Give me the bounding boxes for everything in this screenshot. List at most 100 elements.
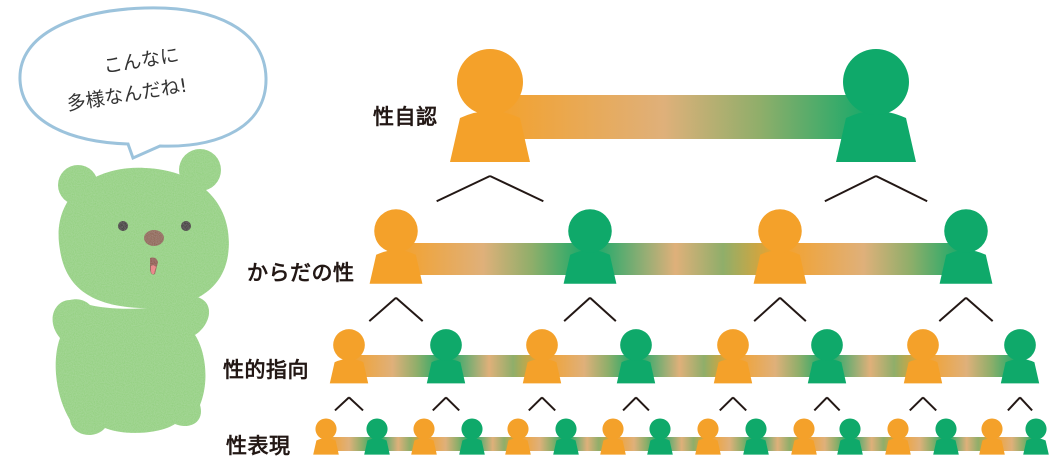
connector-line [541, 396, 556, 412]
gradient-bar [660, 437, 708, 451]
bear-tongue [151, 265, 156, 275]
gradient-bar [756, 437, 804, 451]
person-green-icon [616, 329, 656, 384]
gradient-bar [396, 243, 590, 275]
connector-line [732, 396, 747, 412]
connector-line [589, 297, 617, 322]
connector-line [813, 396, 828, 412]
person-green-icon [426, 329, 466, 384]
connector-line [719, 396, 734, 412]
gradient-bar [946, 437, 992, 451]
connector-line [334, 396, 350, 412]
connector-line [436, 175, 491, 203]
person-orange-icon [979, 418, 1005, 455]
label-gender-identity: 性自認 [373, 105, 438, 129]
gradient-bar [349, 355, 446, 377]
gradient-bar [472, 437, 518, 451]
connector-line [938, 297, 967, 322]
connector-line [824, 175, 877, 203]
connector-line [875, 175, 928, 203]
gradient-bar [613, 437, 660, 451]
person-orange-icon [505, 418, 531, 455]
bear-right-eye [181, 221, 191, 231]
gradient-bar [708, 437, 756, 451]
person-green-icon [563, 209, 617, 284]
connector-line [826, 396, 841, 412]
person-orange-icon [329, 329, 369, 384]
connector-line [348, 396, 364, 412]
gradient-bar [850, 437, 898, 451]
gradient-bar [923, 355, 1020, 377]
gradient-bar [446, 355, 542, 377]
person-orange-icon [753, 209, 807, 284]
bear-character [52, 149, 229, 435]
gradient-bar [377, 437, 424, 451]
connector-line [753, 297, 781, 322]
connector-line [622, 396, 637, 412]
person-orange-icon [791, 418, 817, 455]
connector-line [635, 396, 650, 412]
person-orange-icon [411, 418, 437, 455]
gradient-bar [566, 437, 613, 451]
person-green-icon [553, 418, 579, 455]
person-orange-icon [600, 418, 626, 455]
gradient-bar [490, 95, 876, 139]
bear-nose [144, 230, 164, 246]
gradient-bar [326, 437, 377, 451]
person-green-icon [939, 209, 993, 284]
connector-line [922, 396, 937, 412]
gradient-bar [636, 355, 733, 377]
person-green-icon [743, 418, 769, 455]
person-green-icon [1023, 418, 1049, 455]
connector-line [1007, 396, 1021, 412]
person-green-icon [807, 329, 847, 384]
person-green-icon [1000, 329, 1040, 384]
gradient-bar [590, 243, 780, 275]
tree-connectors [334, 175, 1033, 412]
connector-line [965, 297, 994, 322]
connector-line [528, 396, 543, 412]
gradient-bar [827, 355, 923, 377]
person-orange-icon [713, 329, 753, 384]
person-orange-icon [695, 418, 721, 455]
person-green-icon [647, 418, 673, 455]
connector-line [1019, 396, 1033, 412]
person-orange-icon [885, 418, 911, 455]
person-orange-icon [522, 329, 562, 384]
gradient-bar [898, 437, 946, 451]
person-green-icon [837, 418, 863, 455]
label-sexual-orientation: 性的指向 [223, 358, 309, 382]
gradient-bar [424, 437, 472, 451]
person-orange-icon [450, 49, 530, 162]
connector-line [779, 297, 807, 322]
person-orange-icon [369, 209, 423, 284]
label-gender-expression: 性表現 [226, 434, 291, 458]
person-green-icon [459, 418, 485, 455]
person-green-icon [836, 49, 916, 162]
person-green-icon [364, 418, 390, 455]
connector-line [489, 175, 544, 203]
speech-bubble-shape [18, 6, 268, 161]
person-orange-icon [903, 329, 943, 384]
connector-line [445, 396, 460, 412]
gradient-bar [733, 355, 827, 377]
connector-line [432, 396, 447, 412]
speech-bubble [18, 6, 268, 161]
person-figures [313, 49, 1049, 455]
label-physical-sex: からだの性 [247, 261, 355, 285]
connector-line [909, 396, 924, 412]
connector-line [563, 297, 591, 322]
gradient-bar [542, 355, 636, 377]
person-orange-icon [313, 418, 339, 455]
person-green-icon [933, 418, 959, 455]
gradient-bar [804, 437, 850, 451]
bear-left-eye [118, 221, 128, 231]
gradient-bar [518, 437, 566, 451]
connector-line [395, 297, 424, 322]
bear-body [52, 295, 210, 435]
gradient-bar [780, 243, 966, 275]
bear-head [58, 167, 229, 309]
gradient-bars [326, 95, 1036, 451]
